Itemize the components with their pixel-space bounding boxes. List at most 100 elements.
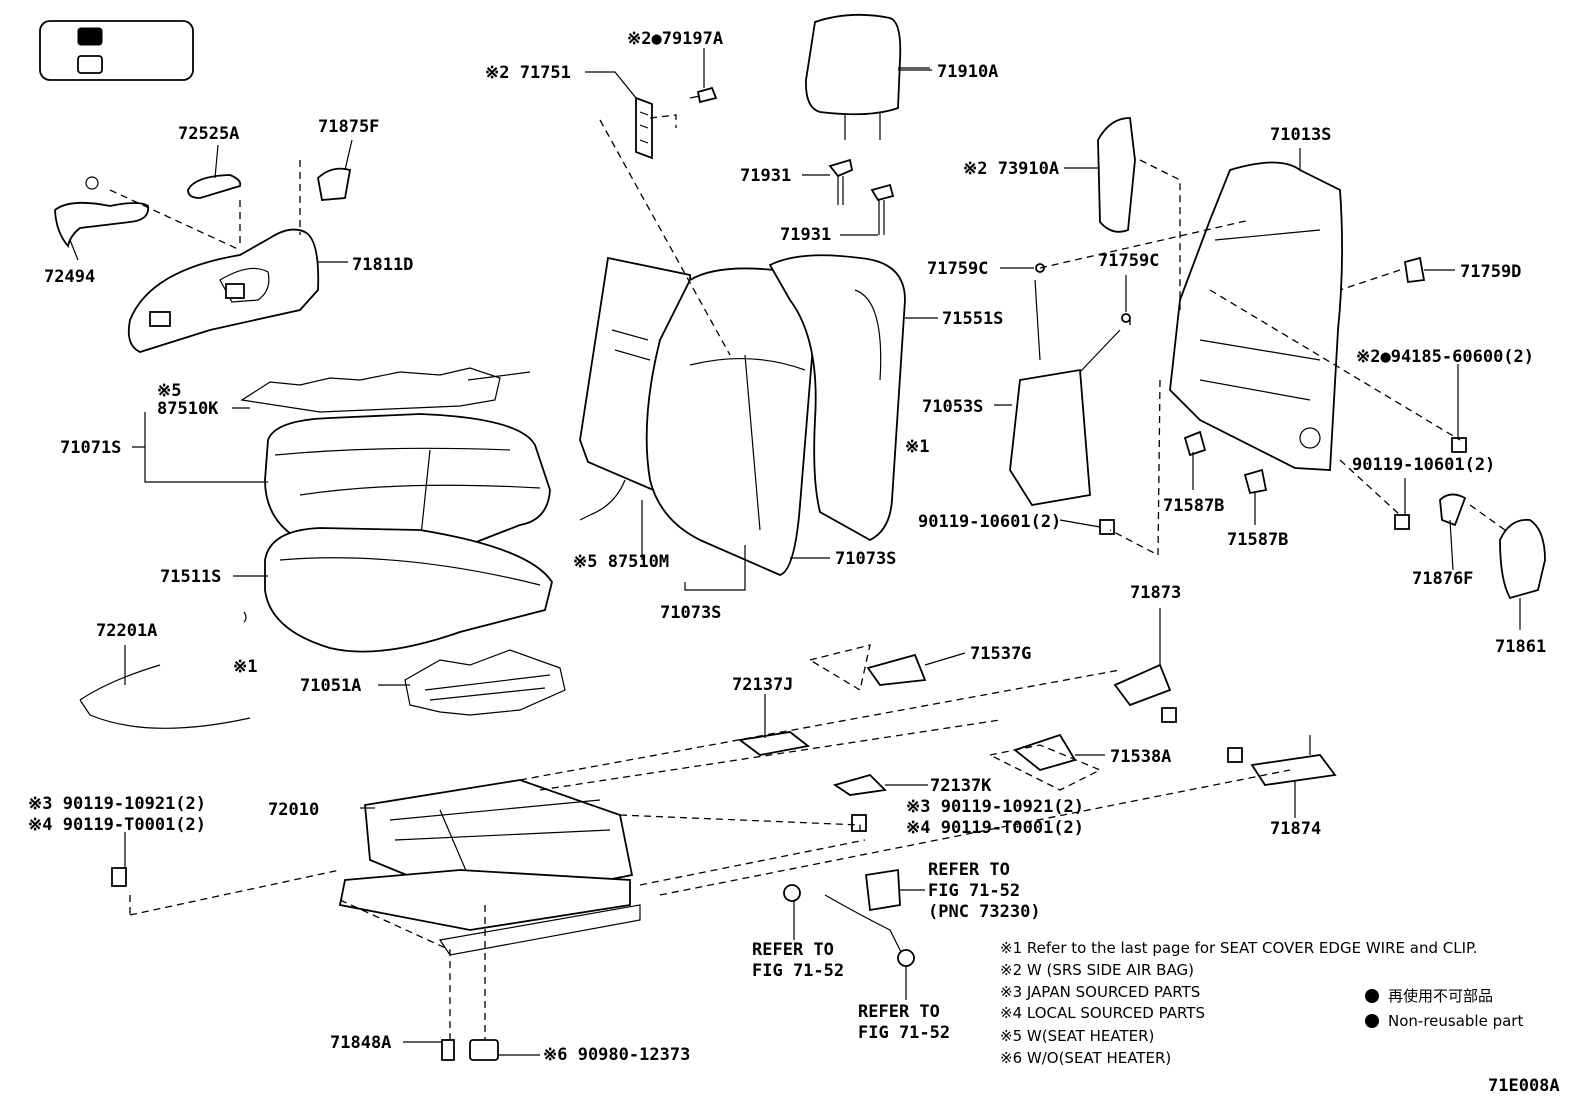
label-90119-e: ※3 90119-10921(2) (906, 797, 1084, 817)
cover-71876F (1439, 493, 1467, 527)
label-71759C-b: 71759C (1098, 251, 1159, 271)
clips-71587B (1183, 430, 1268, 495)
back-frame-71013S (1169, 161, 1343, 471)
lumbar-71053S (1009, 279, 1121, 506)
label-90119-a: 90119-10601(2) (918, 512, 1061, 532)
key-en: Non-reusable part (1388, 1012, 1523, 1030)
label-71511S: 71511S (160, 567, 221, 587)
part-labels: ※2●79197A ※2 71751 71910A 72525A 71875F … (28, 29, 1560, 1096)
label-71874: 71874 (1270, 819, 1321, 839)
adjuster-72010 (338, 779, 641, 956)
non-reusable-key: 再使用不可部品 Non-reusable part (1365, 987, 1523, 1030)
filled-dot-icon (1365, 1014, 1379, 1028)
label-71931-b: 71931 (780, 225, 831, 245)
headrest-guides (828, 158, 895, 235)
note-4: ※4 LOCAL SOURCED PARTS (1000, 1004, 1205, 1022)
note-3: ※3 JAPAN SOURCED PARTS (1000, 983, 1200, 1001)
label-87510M: ※5 87510M (573, 552, 669, 572)
note-1: ※1 Refer to the last page for SEAT COVER… (1000, 939, 1477, 957)
label-71910A: 71910A (937, 62, 998, 82)
seatbelt-buckle (824, 868, 906, 961)
note-2: ※2 W (SRS SIDE AIR BAG) (1000, 961, 1194, 979)
label-71551S: 71551S (942, 309, 1003, 329)
label-refer3-b: FIG 71-52 (858, 1023, 950, 1043)
label-note1-a: ※1 (905, 437, 929, 457)
label-72010: 72010 (268, 800, 319, 820)
label-72494: 72494 (44, 267, 95, 287)
cover-71861 (1499, 518, 1546, 600)
legend-box (39, 20, 194, 81)
label-note1-b: ※1 (233, 657, 257, 677)
label-refer3-a: REFER TO (858, 1002, 940, 1022)
leader-lines (69, 48, 1521, 1056)
label-71587B-b: 71587B (1227, 530, 1288, 550)
label-71759C-a: 71759C (927, 259, 988, 279)
fasteners (111, 263, 1467, 967)
label-87510K: 87510K (157, 399, 219, 419)
brackets-71537-71538 (866, 653, 1077, 771)
clip-71759D (1403, 256, 1426, 284)
label-90980: ※6 90980-12373 (543, 1045, 690, 1065)
label-71873: 71873 (1130, 583, 1181, 603)
heater-87510K (240, 367, 531, 413)
spring-71051A (404, 649, 566, 716)
clip (243, 611, 247, 623)
note-6: ※6 W/O(SEAT HEATER) (1000, 1049, 1171, 1067)
label-79197A: ※2●79197A (627, 29, 723, 49)
cushion-pad-71511S (264, 527, 553, 653)
label-refer2-b: FIG 71-52 (752, 961, 844, 981)
label-90119-b: 90119-10601(2) (1352, 455, 1495, 475)
label-90119-f: ※4 90119-T0001(2) (906, 818, 1084, 838)
knob-72525A (187, 174, 242, 199)
wire-72201A (79, 664, 251, 729)
label-refer2-a: REFER TO (752, 940, 834, 960)
cap-71875F (317, 167, 352, 201)
label-94185: ※2●94185-60600(2) (1356, 347, 1534, 367)
footnotes: ※1 Refer to the last page for SEAT COVER… (1000, 939, 1477, 1067)
key-jp: 再使用不可部品 (1388, 987, 1493, 1005)
label-72201A: 72201A (96, 621, 157, 641)
label-87510K-note: ※5 (157, 381, 181, 401)
label-90119-c: ※3 90119-10921(2) (28, 794, 206, 814)
airbag-73910A (1097, 117, 1136, 233)
covers-72137 (737, 731, 887, 796)
label-71538A: 71538A (1110, 747, 1171, 767)
label-72525A: 72525A (178, 124, 239, 144)
label-refer1-a: REFER TO (928, 860, 1010, 880)
label-71875F: 71875F (318, 117, 379, 137)
assembly-lines (109, 114, 1506, 1040)
headrest (805, 13, 930, 140)
connector-90980 (441, 1039, 499, 1061)
label-71013S: 71013S (1270, 125, 1331, 145)
label-71931-a: 71931 (740, 166, 791, 186)
recliner-cover (127, 228, 320, 353)
label-71848A: 71848A (330, 1033, 391, 1053)
label-72137K: 72137K (930, 776, 992, 796)
label-71071S: 71071S (60, 438, 121, 458)
label-figure-code: 71E008A (1488, 1076, 1560, 1096)
bracket-71873 (1113, 640, 1172, 707)
label-71876F: 71876F (1412, 569, 1473, 589)
label-71759D: 71759D (1460, 262, 1521, 282)
label-73910A: ※2 73910A (963, 159, 1059, 179)
bracket-71751 (635, 86, 718, 160)
label-refer1-c: (PNC 73230) (928, 902, 1041, 922)
lever-72494 (54, 176, 150, 248)
label-72137J: 72137J (732, 675, 793, 695)
label-71053S: 71053S (922, 397, 983, 417)
label-71587B-a: 71587B (1163, 496, 1224, 516)
label-71811D: 71811D (352, 255, 413, 275)
label-90119-d: ※4 90119-T0001(2) (28, 815, 206, 835)
label-refer1-b: FIG 71-52 (928, 881, 1020, 901)
label-71861: 71861 (1495, 637, 1546, 657)
label-71537G: 71537G (970, 644, 1031, 664)
label-71073S-a: 71073S (835, 549, 896, 569)
label-71751: ※2 71751 (485, 63, 571, 83)
label-71051A: 71051A (300, 676, 361, 696)
back-cover-71073S (645, 267, 817, 576)
note-5: ※5 W(SEAT HEATER) (1000, 1027, 1154, 1045)
label-71073S-b: 71073S (660, 603, 721, 623)
bracket-71874 (1250, 735, 1337, 786)
